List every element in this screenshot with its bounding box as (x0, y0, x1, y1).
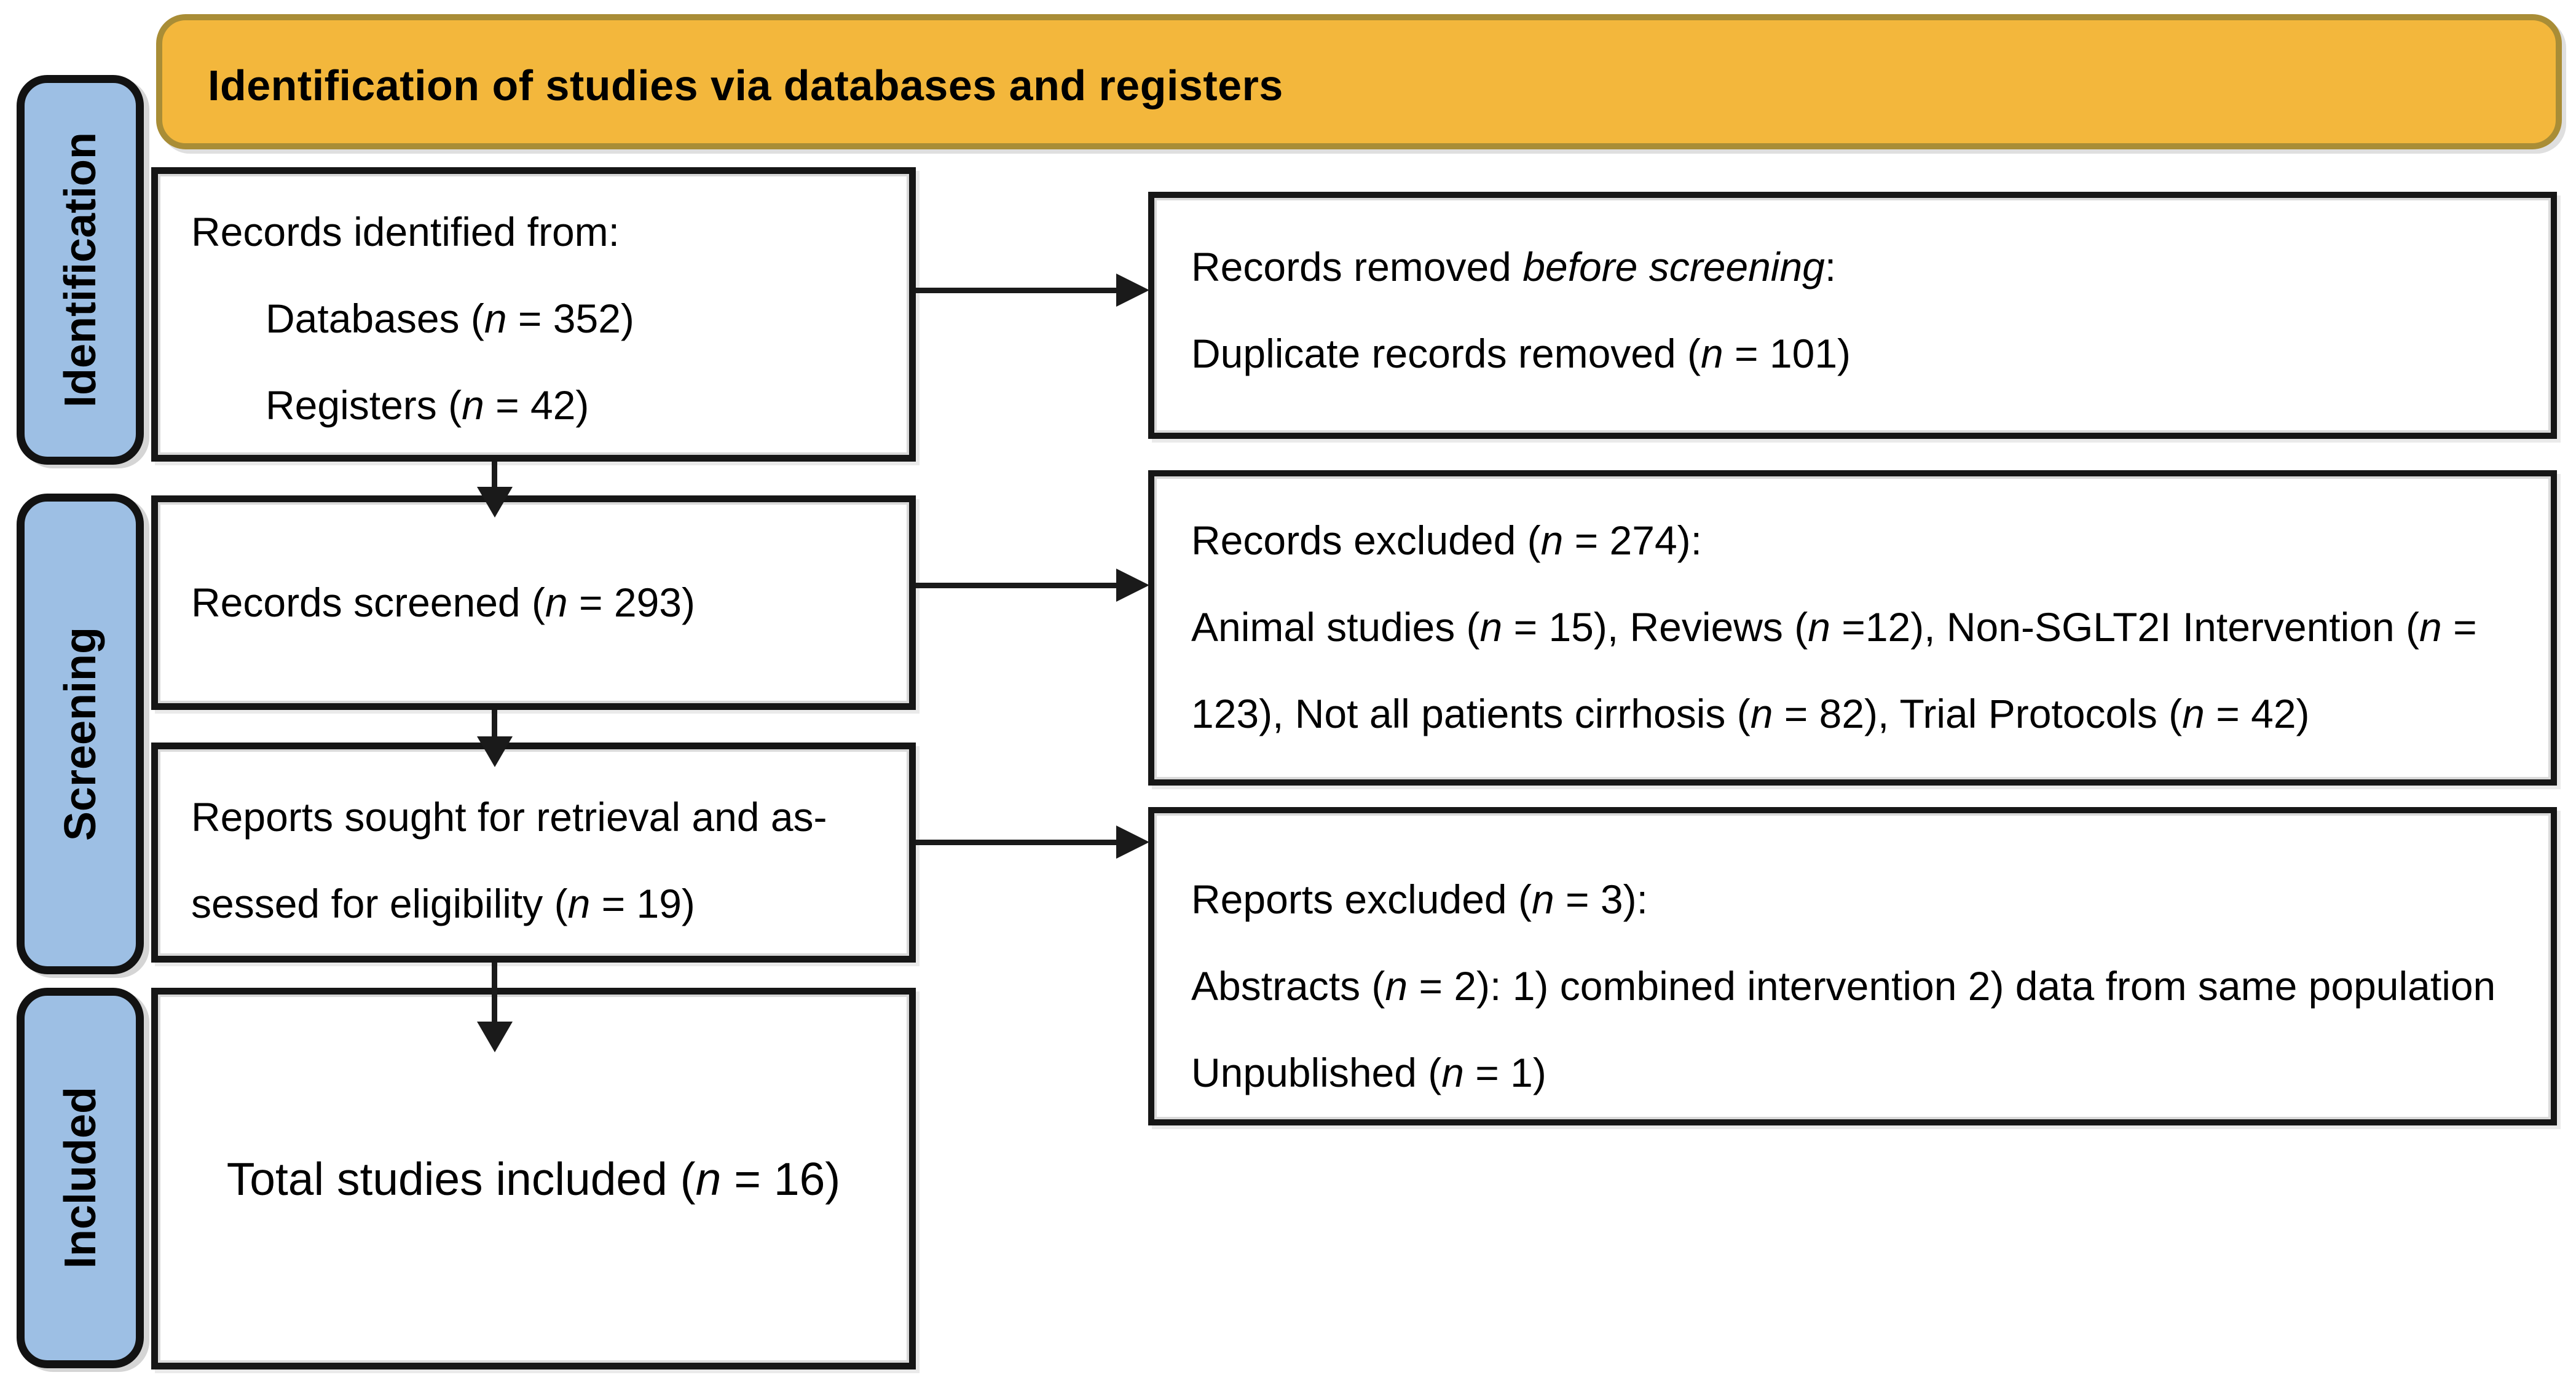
arrow-head-icon (1116, 569, 1149, 602)
arrow-stem (916, 583, 1119, 588)
arrow-head-icon (477, 487, 513, 518)
text-line: Records identified from: (191, 209, 620, 254)
text-line: Unpublished (n = 1) (1191, 1050, 1546, 1095)
box-reports-sought: Reports sought for retrieval and as- ses… (151, 743, 916, 963)
stage-label-screening: Screening (17, 494, 144, 974)
box-records-identified: Records identified from: Databases (n = … (151, 167, 916, 462)
stage-label-text: Identification (55, 132, 105, 408)
stage-label-identification: Identification (17, 75, 144, 465)
arrow-head-icon (1116, 825, 1149, 859)
box-total-included: Total studies included (n = 16) (151, 988, 916, 1369)
text-line: Abstracts (n = 2): 1) combined intervent… (1191, 963, 2496, 1009)
arrow-head-icon (477, 736, 513, 767)
text-line: Records screened (n = 293) (191, 580, 695, 625)
box-records-screened: Records screened (n = 293) (151, 495, 916, 710)
arrow-head-icon (477, 1022, 513, 1052)
text-line: Databases (n = 352) (266, 296, 634, 341)
box-records-removed: Records removed before screening: Duplic… (1148, 192, 2557, 439)
arrow-stem (492, 462, 497, 490)
text-line: Reports sought for retrieval and as- (191, 794, 827, 840)
text-line: 123), Not all patients cirrhosis (n = 82… (1191, 691, 2310, 736)
arrow-stem (492, 710, 497, 739)
header-banner: Identification of studies via databases … (156, 14, 2562, 149)
text-line: Reports excluded (n = 3): (1191, 877, 1648, 922)
stage-label-included: Included (17, 988, 144, 1368)
text-line: Duplicate records removed (n = 101) (1191, 331, 1851, 376)
text-line: Records excluded (n = 274): (1191, 518, 1702, 563)
arrow-stem (492, 963, 497, 1024)
arrow-head-icon (1116, 274, 1149, 307)
box-reports-excluded: Reports excluded (n = 3): Abstracts (n =… (1148, 807, 2557, 1125)
stage-label-text: Screening (55, 626, 105, 841)
box-records-excluded: Records excluded (n = 274): Animal studi… (1148, 470, 2557, 786)
text-line: Registers (n = 42) (266, 382, 589, 428)
text-line: Total studies included (n = 16) (226, 1152, 841, 1205)
text-line: sessed for eligibility (n = 19) (191, 881, 695, 926)
arrow-stem (916, 288, 1119, 293)
stage-label-text: Included (55, 1087, 105, 1269)
header-title: Identification of studies via databases … (208, 61, 1283, 109)
text-line: Animal studies (n = 15), Reviews (n =12)… (1191, 604, 2477, 650)
arrow-stem (916, 840, 1119, 845)
text-line: Records removed before screening: (1191, 244, 1837, 290)
